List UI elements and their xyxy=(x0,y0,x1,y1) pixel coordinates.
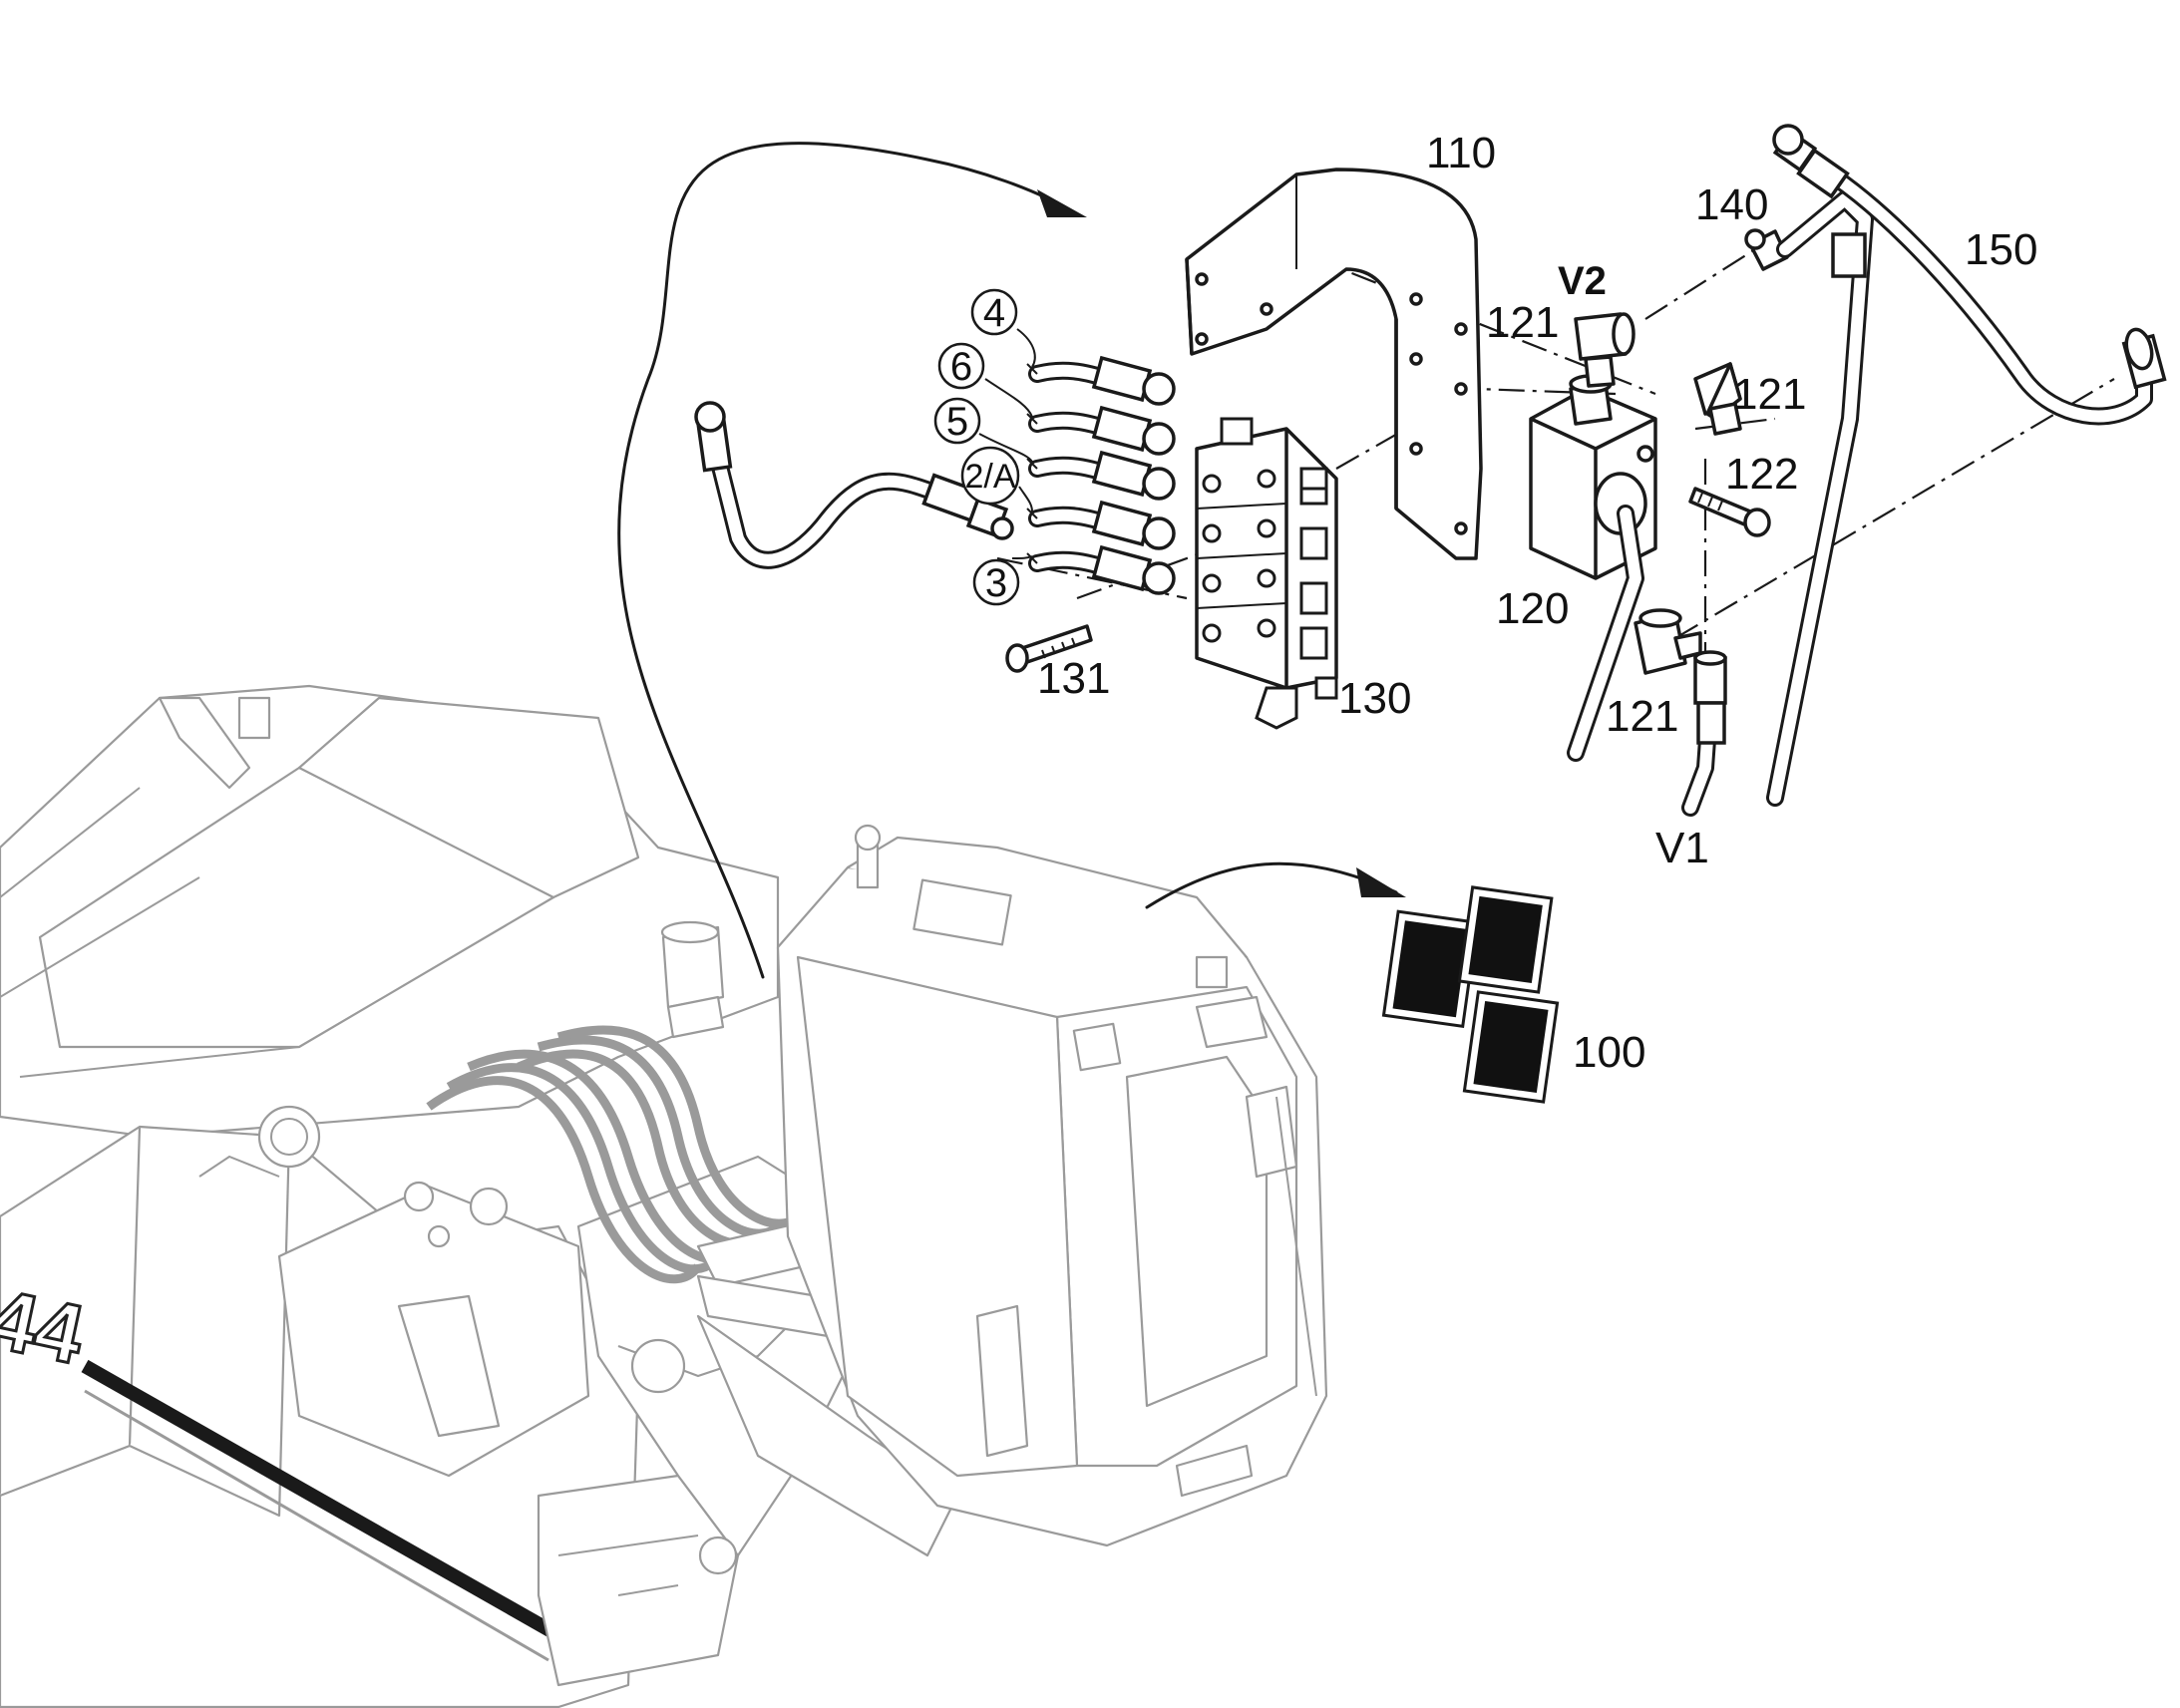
svg-text:6: 6 xyxy=(950,345,972,389)
part-121-fitting-lower[interactable] xyxy=(1634,608,1702,675)
label-130: 130 xyxy=(1338,674,1411,723)
part-121-fitting-right[interactable] xyxy=(1693,362,1742,436)
part-110-mounting-bracket[interactable] xyxy=(1185,168,1483,560)
part-131-bolt[interactable] xyxy=(1005,624,1093,673)
svg-text:4: 4 xyxy=(983,291,1005,335)
part-number-callouts: 110 140 150 V2 121 121 122 120 130 131 1… xyxy=(1037,129,2037,1077)
label-121-right: 121 xyxy=(1733,370,1806,419)
svg-text:5: 5 xyxy=(946,400,968,444)
part-150-hose[interactable] xyxy=(1766,124,2167,807)
label-v1: V1 xyxy=(1655,824,1709,872)
label-100: 100 xyxy=(1573,1028,1645,1077)
outlet-3-callout: 3 xyxy=(972,558,1020,606)
label-120: 120 xyxy=(1496,584,1569,633)
outlet-2a-callout: 2/A xyxy=(960,446,1020,506)
part-130-progressive-distributor[interactable] xyxy=(1195,417,1338,730)
label-131: 131 xyxy=(1037,654,1110,703)
circled-outlet-labels: 4 6 5 2/A 3 xyxy=(933,288,1036,606)
svg-text:2/A: 2/A xyxy=(964,458,1015,496)
part-122-bolt[interactable] xyxy=(1688,487,1771,537)
label-110: 110 xyxy=(1426,129,1496,177)
svg-text:3: 3 xyxy=(985,561,1007,605)
label-v2: V2 xyxy=(1558,259,1607,303)
pointer-arrow-to-decals xyxy=(1145,861,1406,909)
excavator-upper-structure: 44 xyxy=(0,684,1328,1708)
label-122: 122 xyxy=(1725,450,1798,499)
outlet-6-callout: 6 xyxy=(937,342,985,390)
label-121-upper: 121 xyxy=(1486,298,1559,347)
v1-hose[interactable] xyxy=(1681,650,1727,817)
pointer-arrow-to-distributor xyxy=(617,142,1087,979)
distributor-outlet-hoses[interactable] xyxy=(1026,355,1176,595)
part-100-decal-set[interactable] xyxy=(1381,885,1560,1104)
outlet-4-callout: 4 xyxy=(970,288,1018,336)
label-150: 150 xyxy=(1965,225,2037,274)
valve-outlet-pipe[interactable] xyxy=(1567,505,1644,762)
label-121-lower: 121 xyxy=(1606,692,1678,741)
label-140: 140 xyxy=(1695,180,1768,229)
outlet-5-callout: 5 xyxy=(933,397,981,445)
part-121-fitting-v2[interactable] xyxy=(1574,312,1635,388)
supply-hose-from-pump[interactable] xyxy=(694,401,1014,569)
